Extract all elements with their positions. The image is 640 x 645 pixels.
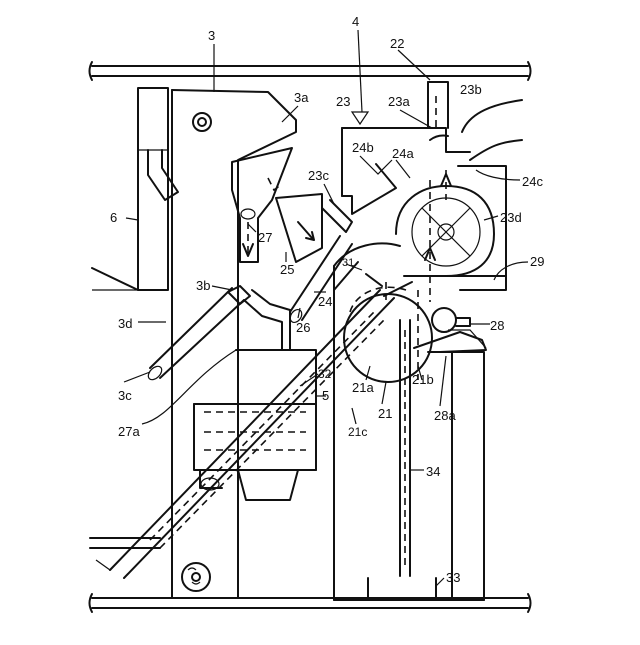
label-27: 27 — [258, 230, 272, 245]
label-21b: 21b — [412, 372, 434, 387]
label-24: 24 — [318, 294, 332, 309]
pipe-3d — [146, 286, 290, 382]
bin-33 — [368, 578, 436, 600]
label-23: 23 — [336, 94, 350, 109]
label-3a: 3a — [294, 90, 309, 105]
label-25: 25 — [280, 262, 294, 277]
label-26: 26 — [296, 320, 310, 335]
label-21a: 21a — [352, 380, 374, 395]
label-4: 4 — [352, 14, 359, 29]
label-24a: 24a — [392, 146, 414, 161]
label-23c: 23c — [308, 168, 329, 183]
label-23a: 23a — [388, 94, 410, 109]
left-box — [92, 88, 178, 290]
hopper-25 — [276, 194, 322, 262]
label-34: 34 — [426, 464, 440, 479]
label-29: 29 — [530, 254, 544, 269]
label-6: 6 — [110, 210, 117, 225]
label-27a: 27a — [118, 424, 140, 439]
label-24b: 24b — [352, 140, 374, 155]
elevator-column — [172, 90, 296, 598]
label-31: 31 — [342, 257, 354, 269]
label-5: 5 — [322, 388, 329, 403]
chute-23c — [322, 200, 352, 232]
lower-column-28a — [414, 330, 486, 600]
label-23b: 23b — [460, 82, 482, 97]
label-22: 22 — [390, 36, 404, 51]
right-structure — [90, 538, 484, 600]
label-32: 32 — [318, 367, 332, 381]
label-28: 28 — [490, 318, 504, 333]
label-28a: 28a — [434, 408, 456, 423]
label-23d: 23d — [500, 210, 522, 225]
label-3b: 3b — [196, 278, 210, 293]
top-frame-rail — [90, 62, 531, 80]
label-24c: 24c — [522, 174, 543, 189]
label-3c: 3c — [118, 388, 132, 403]
duct-23b — [462, 100, 522, 160]
label-21c: 21c — [348, 425, 367, 439]
label-33: 33 — [446, 570, 460, 585]
label-3: 3 — [208, 28, 215, 43]
label-21: 21 — [378, 406, 392, 421]
bottom-frame-rail — [90, 594, 531, 612]
tube-34 — [400, 320, 410, 576]
label-3d: 3d — [118, 316, 132, 331]
reference-labels: 3 4 22 3a 23 23a 23b 24b 24a 23c 24c 6 2… — [110, 14, 544, 585]
separator-21 — [334, 243, 432, 600]
